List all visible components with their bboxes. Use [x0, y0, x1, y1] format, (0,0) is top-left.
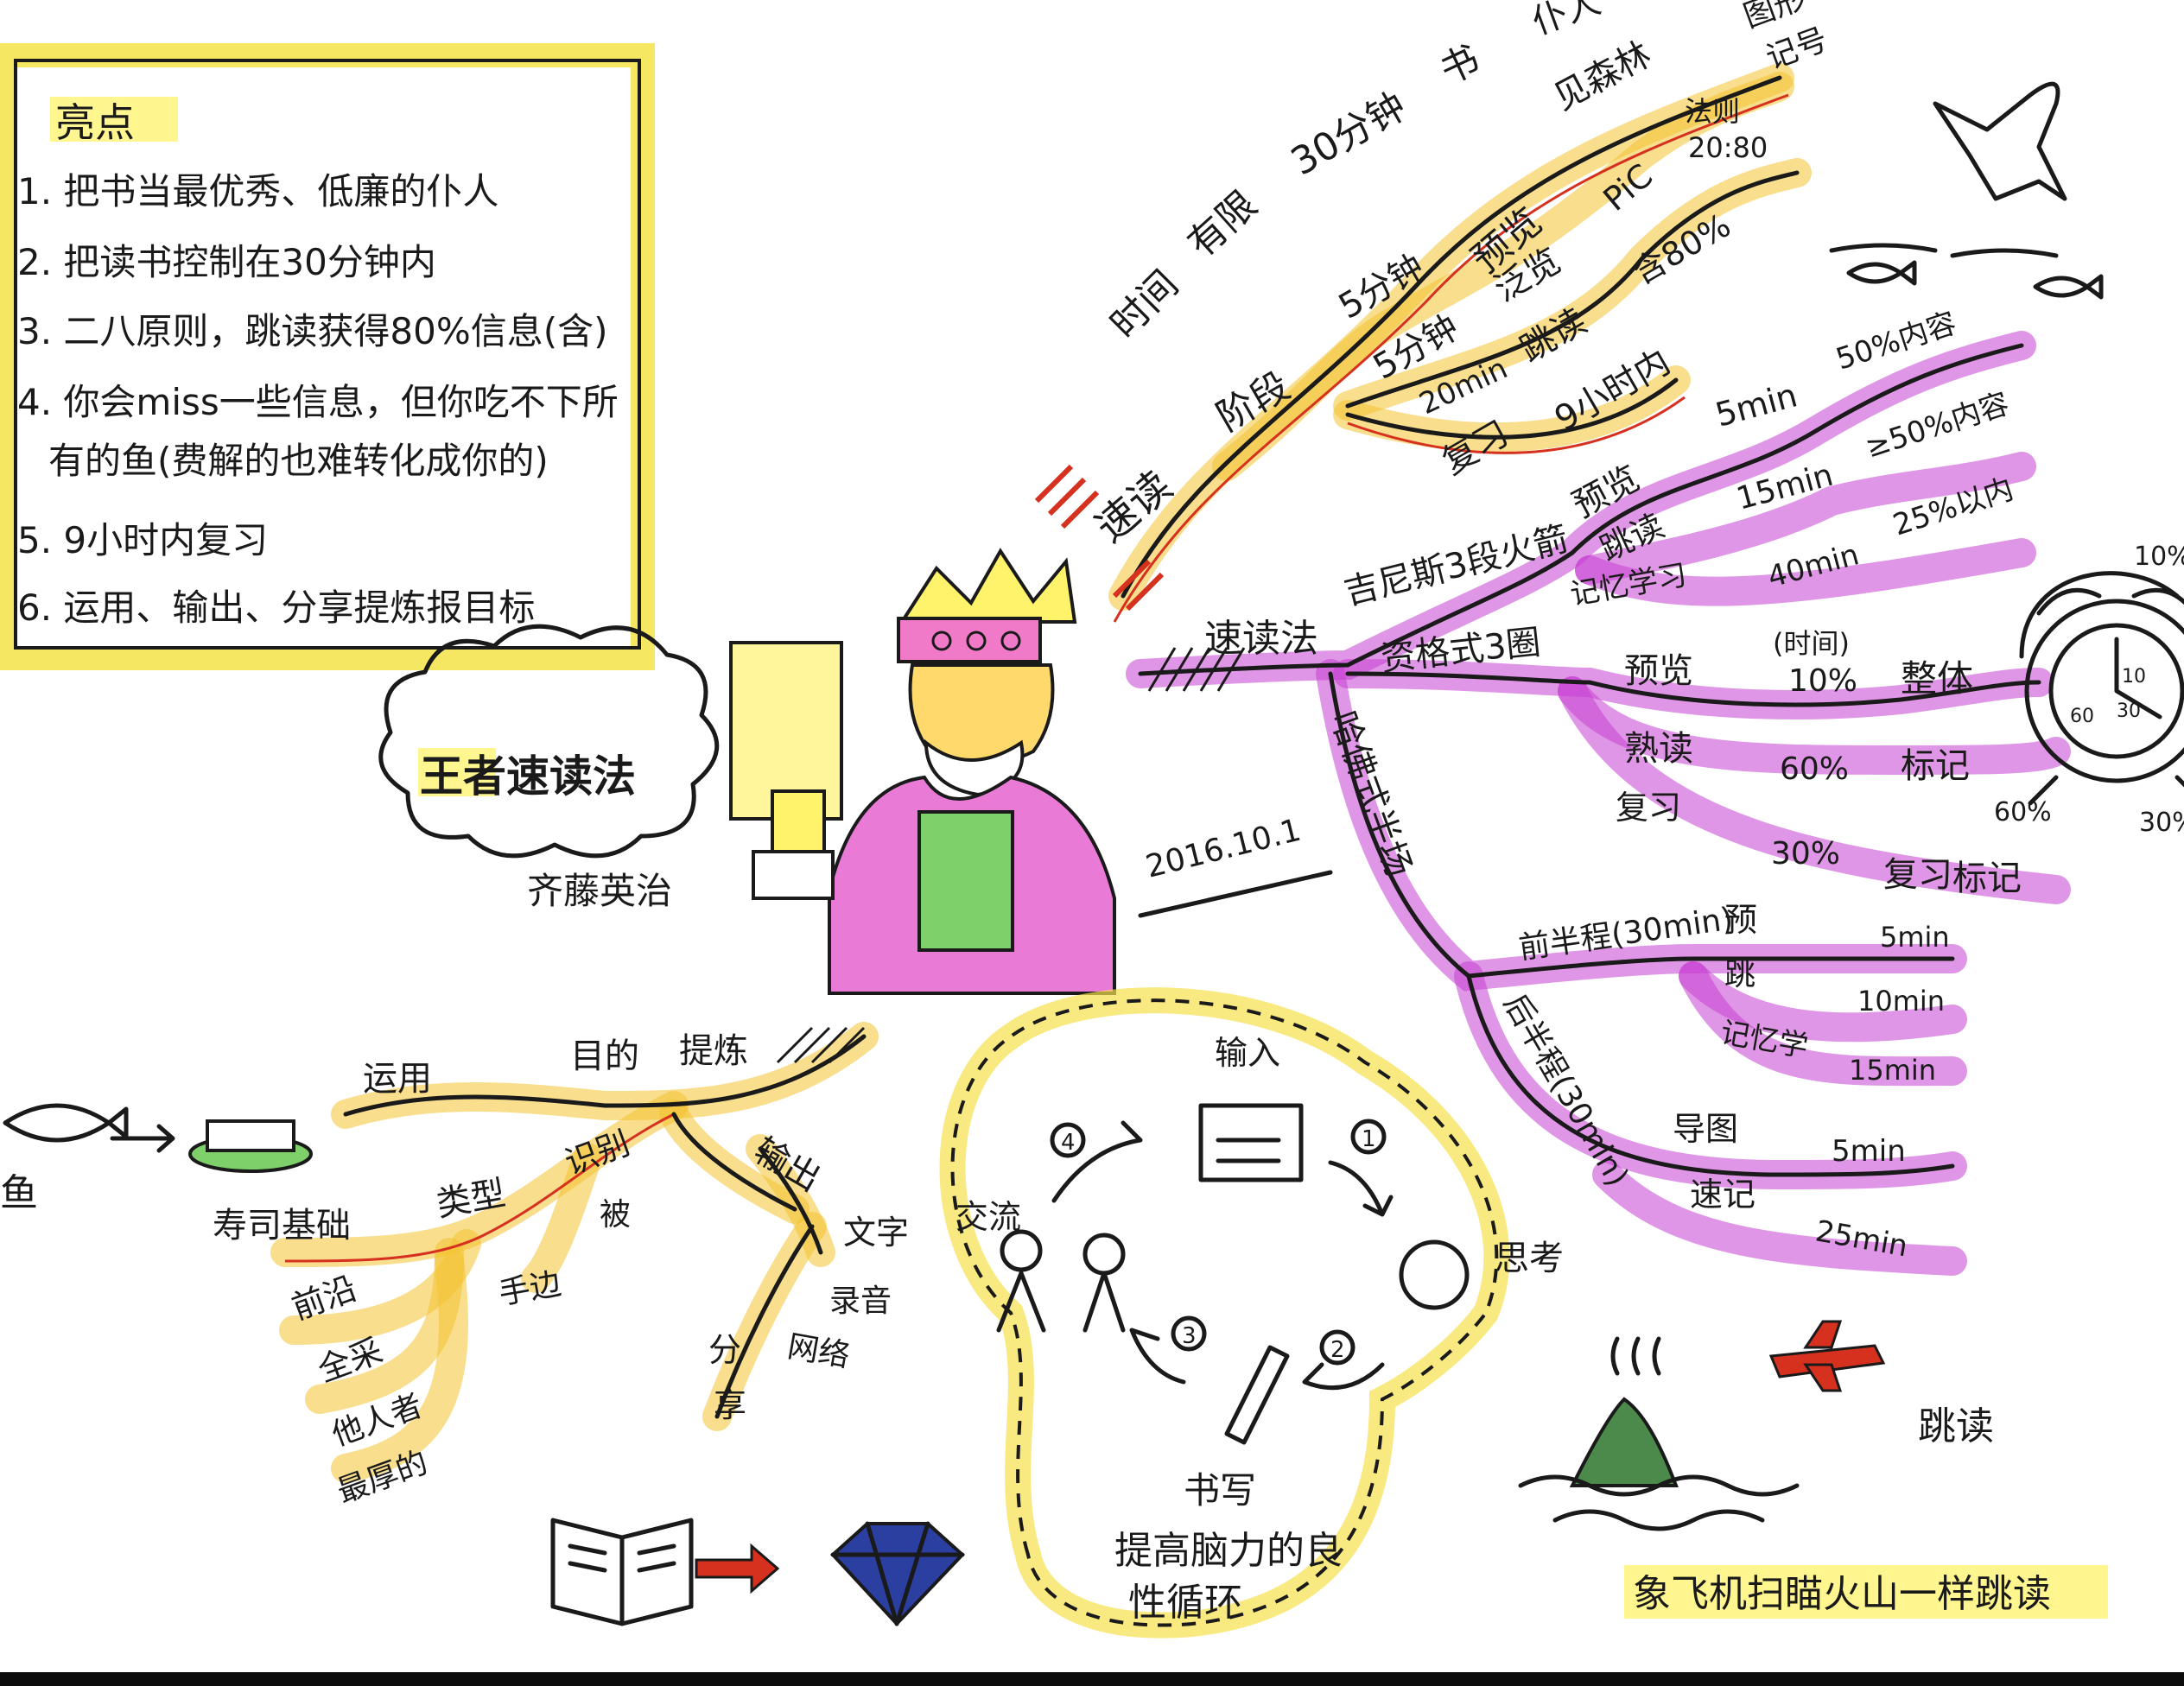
first-item: 预 — [1724, 901, 1757, 939]
highlight-item: 4. 你会miss一些信息，但你吃不下所 — [17, 381, 619, 423]
second-item: 导图 — [1673, 1110, 1738, 1148]
alarm-clock-illustration — [2019, 571, 2184, 806]
open-book-icon — [550, 1518, 694, 1626]
triple-item: (时间) — [1773, 627, 1850, 660]
method-root-label: 速读法 — [1204, 617, 1318, 661]
branch-speed-reading — [1034, 63, 1812, 623]
loop-step-write: 书写 — [1184, 1469, 1256, 1512]
fish-icon — [1829, 243, 2104, 300]
clock-label: 30% — [2139, 808, 2184, 838]
clock-label: 10 — [2122, 666, 2146, 688]
apply-word: 享 — [714, 1386, 746, 1424]
clock-label: 60% — [1994, 797, 2052, 827]
rocket-item: 5min — [1711, 376, 1801, 434]
volcano-illustration — [1518, 1336, 1800, 1531]
preview-word: 20:80 — [1688, 131, 1768, 164]
forest-word: 见森林 — [1547, 35, 1658, 118]
sushi-icon — [188, 1119, 313, 1173]
fish-icon — [3, 1103, 129, 1143]
highlights-title: 亮点 — [55, 99, 135, 146]
loop-arrow-icon — [1328, 1160, 1394, 1217]
triple-item: 复习 — [1883, 855, 1952, 895]
apply-word: 运用 — [363, 1059, 432, 1099]
loop-step-think: 思考 — [1495, 1239, 1564, 1278]
center-author: 齐藤英治 — [527, 870, 672, 912]
title-cloud: 王者速读法 齐藤英治 — [378, 624, 720, 912]
clock-label: 10% — [2134, 542, 2184, 572]
branch-method — [1126, 331, 2071, 1276]
apply-word: 文字 — [843, 1214, 909, 1252]
triple-item: 10% — [1788, 663, 1857, 699]
apply-fish-label: 鱼 — [0, 1171, 38, 1215]
preview-word: 法则 — [1685, 95, 1740, 128]
time-word: 仆人 — [1527, 0, 1606, 42]
forest-word: 记号 — [1762, 22, 1832, 76]
loop-number: 4 — [1061, 1130, 1076, 1156]
loop-number: 2 — [1330, 1337, 1345, 1363]
first-item: 5min — [1880, 921, 1950, 954]
loop-arrow-icon — [1302, 1362, 1385, 1391]
triple-item: 预览 — [1624, 651, 1693, 691]
triple-item: 整体 — [1901, 657, 1973, 700]
time-word: 书 — [1433, 37, 1486, 93]
triple-item: 复习 — [1616, 789, 1681, 827]
first-item: 15min — [1849, 1054, 1936, 1087]
arrow-icon — [695, 1543, 780, 1594]
apply-word: 录音 — [829, 1284, 892, 1319]
apply-word: 手边 — [496, 1266, 563, 1312]
bird-icon — [1933, 81, 2067, 201]
highlight-item: 6. 运用、输出、分享提炼报目标 — [17, 586, 535, 629]
highlight-item: 1. 把书当最优秀、低廉的仆人 — [17, 170, 498, 212]
clock-label: 30 — [2117, 700, 2141, 722]
loop-number: 1 — [1362, 1126, 1376, 1152]
apply-word: 提炼 — [679, 1031, 748, 1071]
highlight-item: 5. 9小时内复习 — [17, 519, 268, 561]
highlight-item: 有的鱼(费解的也难转化成你的) — [48, 440, 549, 482]
king-illustration — [729, 548, 1116, 995]
people-icon — [996, 1229, 1126, 1333]
apply-word: 目的 — [570, 1036, 639, 1076]
triple-item: 标记 — [1952, 859, 2022, 898]
second-item: 速记 — [1690, 1176, 1755, 1214]
apply-word: 分 — [708, 1331, 741, 1369]
loop-step-exchange: 交流 — [956, 1198, 1021, 1236]
loop-enclosure — [939, 987, 1510, 1638]
center-title: 王者速读法 — [420, 751, 636, 802]
apply-word: 被 — [600, 1197, 631, 1233]
first-item: 10min — [1857, 985, 1945, 1017]
arrow-icon — [110, 1124, 175, 1153]
triple-item: 标记 — [1901, 746, 1970, 786]
diamond-icon — [830, 1521, 965, 1626]
second-item: 5min — [1832, 1134, 1906, 1169]
loop-step-input: 输入 — [1215, 1034, 1280, 1072]
apply-word: 寿司基础 — [213, 1206, 351, 1245]
time-word: 有限 — [1179, 182, 1266, 266]
time-word: 30分钟 — [1284, 84, 1413, 184]
triple-item: 30% — [1771, 836, 1840, 872]
time-word: 时间 — [1102, 262, 1187, 346]
loop-arrow-icon — [1051, 1120, 1143, 1203]
highlight-item: 3. 二八原则，跳读获得80%信息(含) — [17, 310, 608, 352]
loop-caption: 提高脑力的良 — [1114, 1529, 1343, 1573]
highlight-item: 2. 把读书控制在30分钟内 — [17, 241, 436, 283]
pencil-icon — [1224, 1345, 1290, 1445]
scan-caption: 象飞机扫瞄火山一样跳读 — [1633, 1572, 2051, 1616]
loop-number: 3 — [1182, 1323, 1197, 1349]
clock-label: 60 — [2070, 706, 2094, 727]
airplane-icon — [1768, 1320, 1886, 1392]
branch-apply — [270, 1022, 879, 1483]
first-item: 跳 — [1724, 957, 1755, 992]
loop-arrow-icon — [1129, 1328, 1186, 1385]
apply-word: 网络 — [784, 1328, 852, 1374]
triple-item: 60% — [1780, 751, 1849, 787]
scan-label: 跳读 — [1918, 1404, 1994, 1448]
center-date: 2016.10.1 — [1142, 813, 1305, 885]
loop-caption: 性循环 — [1128, 1581, 1242, 1625]
head-icon — [1399, 1239, 1470, 1310]
bottom-border — [0, 1672, 2184, 1686]
triple-item: 熟读 — [1624, 729, 1693, 769]
book-box-icon — [1198, 1103, 1304, 1182]
highlights-box: 亮点 1. 把书当最优秀、低廉的仆人 2. 把读书控制在30分钟内 3. 二八原… — [0, 43, 655, 670]
